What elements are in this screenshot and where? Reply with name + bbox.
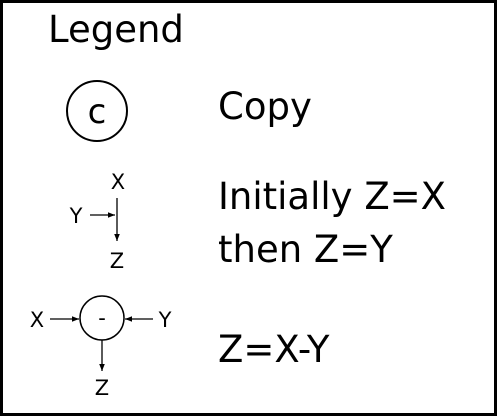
- subtract-symbol: X - Y Z: [30, 295, 172, 400]
- subtract-label-bottom: Z: [95, 376, 109, 400]
- copy-symbol: c: [66, 80, 128, 142]
- copy-description: Copy: [218, 85, 312, 128]
- legend-title: Legend: [48, 8, 184, 51]
- initially-description-line2: then Z=Y: [218, 228, 393, 271]
- legend-symbols: c X Y Z X - Y Z: [30, 80, 172, 400]
- initially-description-line1: Initially Z=X: [218, 175, 447, 218]
- initially-label-left: Y: [69, 204, 83, 228]
- copy-circle-icon: [66, 80, 128, 142]
- subtract-label-right: Y: [158, 308, 172, 332]
- initially-label-top: X: [111, 170, 125, 194]
- subtract-label-left: X: [30, 308, 44, 332]
- subtract-description: Z=X-Y: [218, 328, 330, 371]
- initially-symbol: X Y Z: [69, 170, 126, 273]
- subtract-operator: -: [98, 306, 106, 330]
- copy-symbol-letter: c: [88, 92, 107, 132]
- initially-label-bottom: Z: [110, 249, 124, 273]
